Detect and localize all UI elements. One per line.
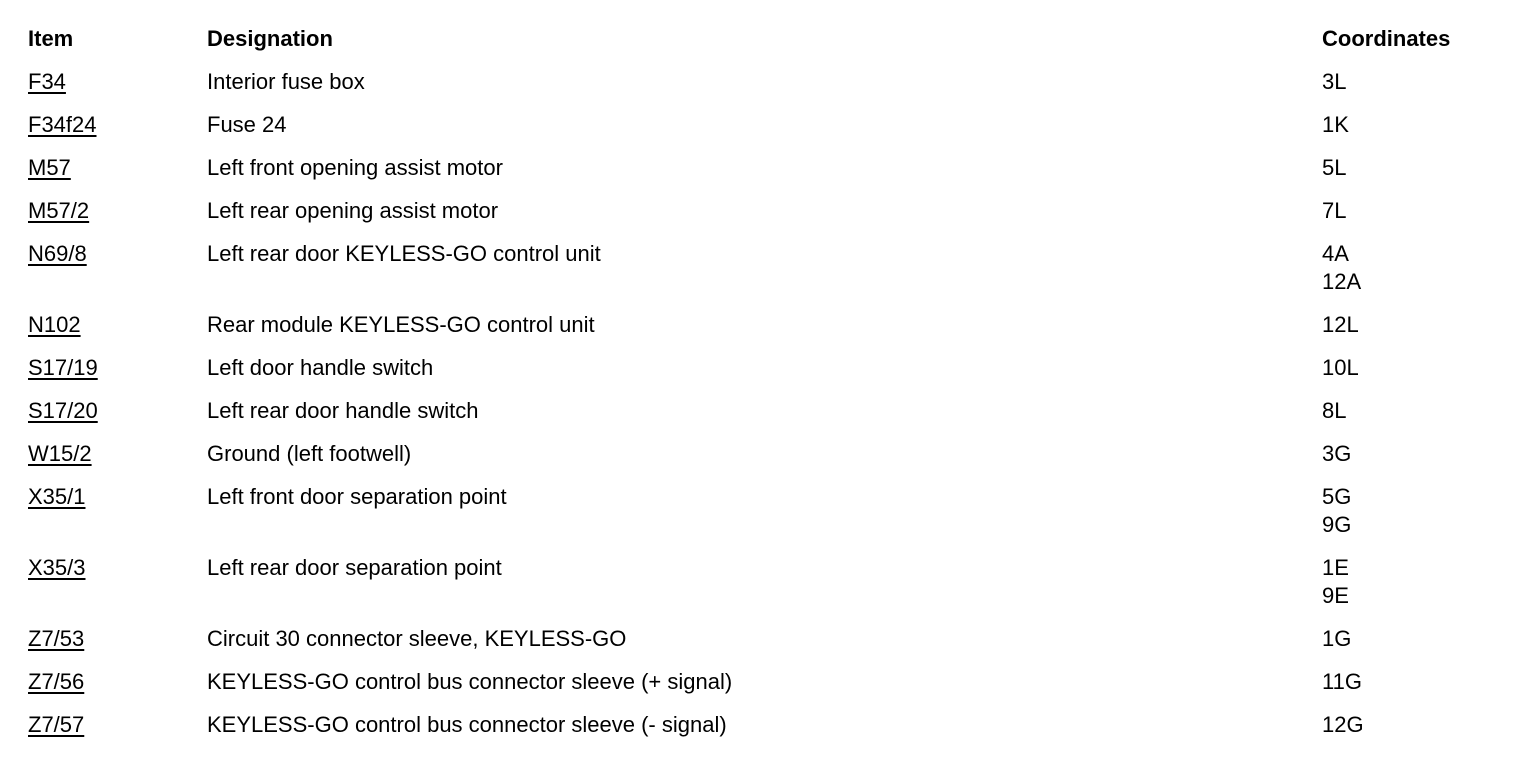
item-cell: X35/1: [28, 483, 207, 511]
designation-text: Left front door separation point: [207, 484, 507, 509]
item-link[interactable]: Z7/56: [28, 669, 85, 694]
designation-text: Left door handle switch: [207, 355, 434, 380]
designation-text: Interior fuse box: [207, 69, 365, 94]
coordinates-cell: 11G: [1322, 668, 1520, 696]
designation-text: KEYLESS-GO control bus connector sleeve …: [207, 712, 727, 737]
table-row: N69/8 Left rear door KEYLESS-GO control u…: [28, 240, 1520, 296]
coordinate-value: 11G: [1322, 669, 1362, 694]
coordinate-value: 8L: [1322, 398, 1347, 423]
coordinates-cell: 3G: [1322, 440, 1520, 468]
coordinate-value: 12A: [1322, 269, 1362, 294]
coordinates-cell: 5L: [1322, 154, 1520, 182]
coordinate-value: 1K: [1322, 112, 1349, 137]
table-row: M57/2 Left rear opening assist motor 7L: [28, 197, 1520, 225]
coordinate-value: 3G: [1322, 441, 1352, 466]
designation-text: Left rear opening assist motor: [207, 198, 499, 223]
item-cell: Z7/57: [28, 711, 207, 739]
item-cell: M57/2: [28, 197, 207, 225]
designation-text: Rear module KEYLESS-GO control unit: [207, 312, 595, 337]
item-cell: S17/20: [28, 397, 207, 425]
item-cell: M57: [28, 154, 207, 182]
item-cell: W15/2: [28, 440, 207, 468]
coordinate-value: 12L: [1322, 312, 1359, 337]
coordinate-value: 9E: [1322, 583, 1349, 608]
coordinate-value: 5L: [1322, 155, 1347, 180]
item-cell: N102: [28, 311, 207, 339]
designation-text: KEYLESS-GO control bus connector sleeve …: [207, 669, 733, 694]
table-header-row: Item Designation Coordinates: [28, 25, 1520, 53]
item-cell: Z7/56: [28, 668, 207, 696]
item-cell: Z7/53: [28, 625, 207, 653]
item-cell: X35/3: [28, 554, 207, 582]
designation-text: Left rear door handle switch: [207, 398, 479, 423]
table-row: F34 Interior fuse box 3L: [28, 68, 1520, 96]
table-row: F34f24 Fuse 24 1K: [28, 111, 1520, 139]
coordinate-value: 9G: [1322, 512, 1352, 537]
table-row: Z7/56 KEYLESS-GO control bus connector sl…: [28, 668, 1520, 696]
table-row: S17/20 Left rear door handle switch 8L: [28, 397, 1520, 425]
item-link[interactable]: Z7/57: [28, 712, 85, 737]
column-header-item: Item: [28, 26, 74, 51]
coordinate-value: 4A: [1322, 241, 1349, 266]
item-link[interactable]: F34: [28, 69, 66, 94]
item-link[interactable]: W15/2: [28, 441, 92, 466]
item-link[interactable]: X35/3: [28, 555, 86, 580]
designation-text: Circuit 30 connector sleeve, KEYLESS-GO: [207, 626, 627, 651]
designation-text: Ground (left footwell): [207, 441, 412, 466]
coordinate-value: 1E: [1322, 555, 1349, 580]
designation-text: Left front opening assist motor: [207, 155, 503, 180]
coordinates-cell: 8L: [1322, 397, 1520, 425]
coordinates-cell: 1K: [1322, 111, 1520, 139]
coordinates-cell: 7L: [1322, 197, 1520, 225]
table-row: Z7/57 KEYLESS-GO control bus connector sl…: [28, 711, 1520, 739]
table-row: S17/19 Left door handle switch 10L: [28, 354, 1520, 382]
item-cell: S17/19: [28, 354, 207, 382]
coordinates-cell: 1G: [1322, 625, 1520, 653]
item-cell: F34f24: [28, 111, 207, 139]
table-row: M57 Left front opening assist motor 5L: [28, 154, 1520, 182]
component-legend-table: Item Designation Coordinates F34 Interior…: [28, 25, 1520, 739]
item-link[interactable]: Z7/53: [28, 626, 85, 651]
designation-text: Fuse 24: [207, 112, 287, 137]
coordinate-value: 1G: [1322, 626, 1352, 651]
coordinate-value: 12G: [1322, 712, 1364, 737]
column-header-designation: Designation: [207, 26, 333, 51]
table-row: Z7/53 Circuit 30 connector sleeve, KEYLES…: [28, 625, 1520, 653]
item-link[interactable]: S17/20: [28, 398, 98, 423]
coordinates-cell: 12L: [1322, 311, 1520, 339]
coordinate-value: 3L: [1322, 69, 1347, 94]
item-link[interactable]: M57: [28, 155, 71, 180]
coordinate-value: 7L: [1322, 198, 1347, 223]
table-body: F34 Interior fuse box 3L F34f24 Fuse 24 1K M57…: [28, 68, 1520, 739]
item-link[interactable]: M57/2: [28, 198, 90, 223]
coordinates-cell: 3L: [1322, 68, 1520, 96]
designation-text: Left rear door separation point: [207, 555, 502, 580]
designation-text: Left rear door KEYLESS-GO control unit: [207, 241, 601, 266]
item-cell: F34: [28, 68, 207, 96]
item-link[interactable]: F34f24: [28, 112, 97, 137]
item-link[interactable]: N102: [28, 312, 81, 337]
item-link[interactable]: S17/19: [28, 355, 98, 380]
coordinate-value: 5G: [1322, 484, 1352, 509]
column-header-coordinates: Coordinates: [1322, 26, 1451, 51]
coordinates-cell: 10L: [1322, 354, 1520, 382]
coordinate-value: 10L: [1322, 355, 1359, 380]
coordinates-cell: 12G: [1322, 711, 1520, 739]
item-cell: N69/8: [28, 240, 207, 268]
table-row: W15/2 Ground (left footwell) 3G: [28, 440, 1520, 468]
item-link[interactable]: N69/8: [28, 241, 87, 266]
item-link[interactable]: X35/1: [28, 484, 86, 509]
table-row: N102 Rear module KEYLESS-GO control unit 1…: [28, 311, 1520, 339]
